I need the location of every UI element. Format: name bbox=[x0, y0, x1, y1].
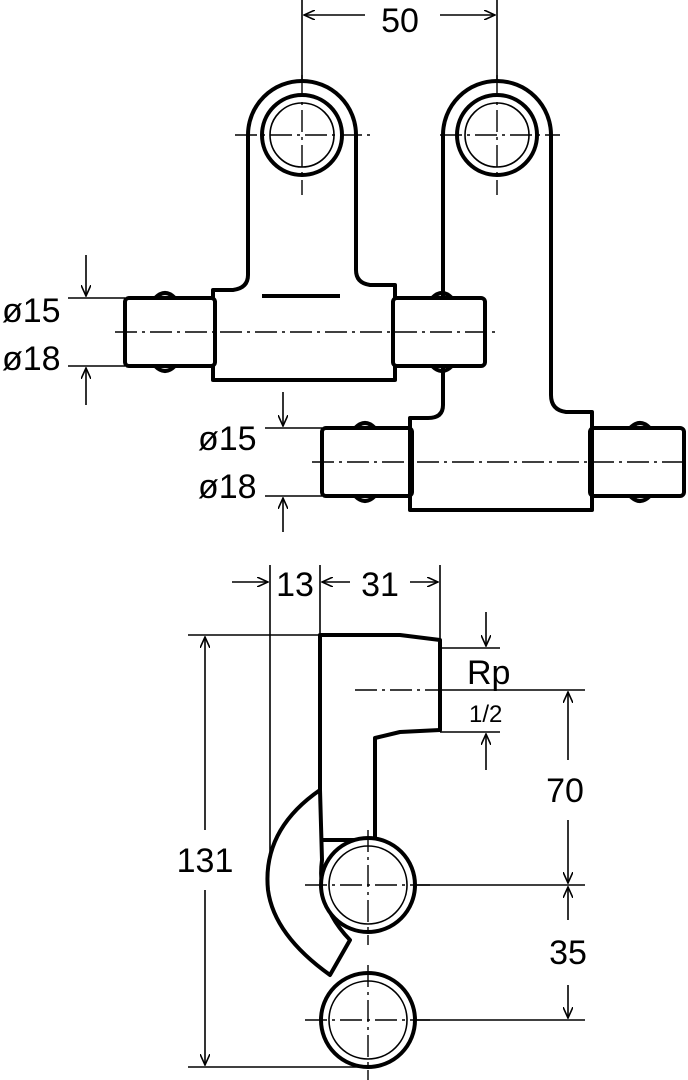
dia-label-15-a: ø15 bbox=[2, 292, 61, 330]
thread-label: Rp bbox=[467, 654, 510, 692]
dimension-70-35: 70 35 bbox=[415, 689, 587, 1021]
dimension-50: 50 bbox=[301, 0, 498, 80]
thread-size: 1/2 bbox=[469, 701, 502, 728]
dim-label-13: 13 bbox=[276, 566, 314, 604]
dia-label-18-a: ø18 bbox=[2, 340, 61, 378]
dim-label-70: 70 bbox=[546, 772, 584, 810]
dim-label-131: 131 bbox=[177, 842, 234, 880]
dia-label-18-b: ø18 bbox=[198, 468, 257, 506]
diameter-dims-2: ø15 ø18 bbox=[198, 392, 322, 532]
thread-dimension: Rp 1/2 bbox=[440, 612, 510, 770]
fitting-1-top-view bbox=[115, 75, 495, 382]
dim-label-50: 50 bbox=[381, 2, 419, 40]
dim-label-31: 31 bbox=[361, 566, 399, 604]
dia-label-15-b: ø15 bbox=[198, 420, 257, 458]
fitting-2-top-view bbox=[312, 75, 688, 512]
dimension-13-31: 13 31 bbox=[232, 565, 441, 860]
dim-label-35: 35 bbox=[549, 934, 587, 972]
diameter-dims-1: ø15 ø18 bbox=[2, 255, 125, 405]
side-view bbox=[265, 633, 445, 1080]
dimension-131: 131 bbox=[177, 634, 368, 1068]
